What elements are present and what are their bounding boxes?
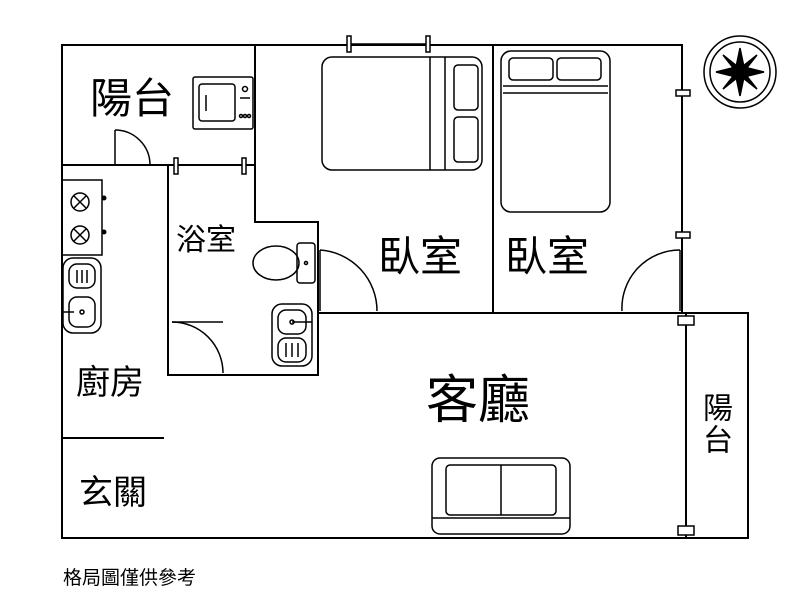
room-label-kitchen: 廚房 xyxy=(76,363,144,403)
room-label-bedroom-main: 臥室 xyxy=(378,232,463,281)
stove-knobs xyxy=(101,195,107,235)
window-balcony xyxy=(173,157,247,175)
door-bedroom-main xyxy=(319,249,378,312)
toilet-icon xyxy=(252,242,316,284)
double-bed-icon xyxy=(321,56,483,171)
window-bedroom-top xyxy=(346,35,431,53)
single-bed-icon xyxy=(500,50,611,213)
stove-icon xyxy=(61,179,103,256)
kitchen-sink-icon xyxy=(62,257,102,334)
door-bedroom-second xyxy=(621,249,681,312)
door-bathroom xyxy=(171,321,224,374)
room-label-bedroom-second: 臥室 xyxy=(505,232,590,281)
room-label-entrance: 玄關 xyxy=(79,473,147,513)
compass-rose-icon xyxy=(703,35,777,109)
bathroom-sink-icon xyxy=(271,303,313,367)
room-label-bathroom: 浴室 xyxy=(176,223,236,258)
door-balcony xyxy=(114,129,151,166)
room-label-balcony-side: 陽台 xyxy=(697,392,732,456)
window-bedroom-right xyxy=(675,89,691,239)
window-side-balcony xyxy=(677,315,695,536)
interior-walls xyxy=(61,44,687,539)
washing-machine-icon xyxy=(192,76,254,130)
room-label-balcony-top: 陽台 xyxy=(90,74,175,123)
sofa-icon xyxy=(431,457,571,535)
room-label-living-room: 客廳 xyxy=(426,371,531,431)
disclaimer-caption: 格局圖僅供參考 xyxy=(63,567,197,589)
